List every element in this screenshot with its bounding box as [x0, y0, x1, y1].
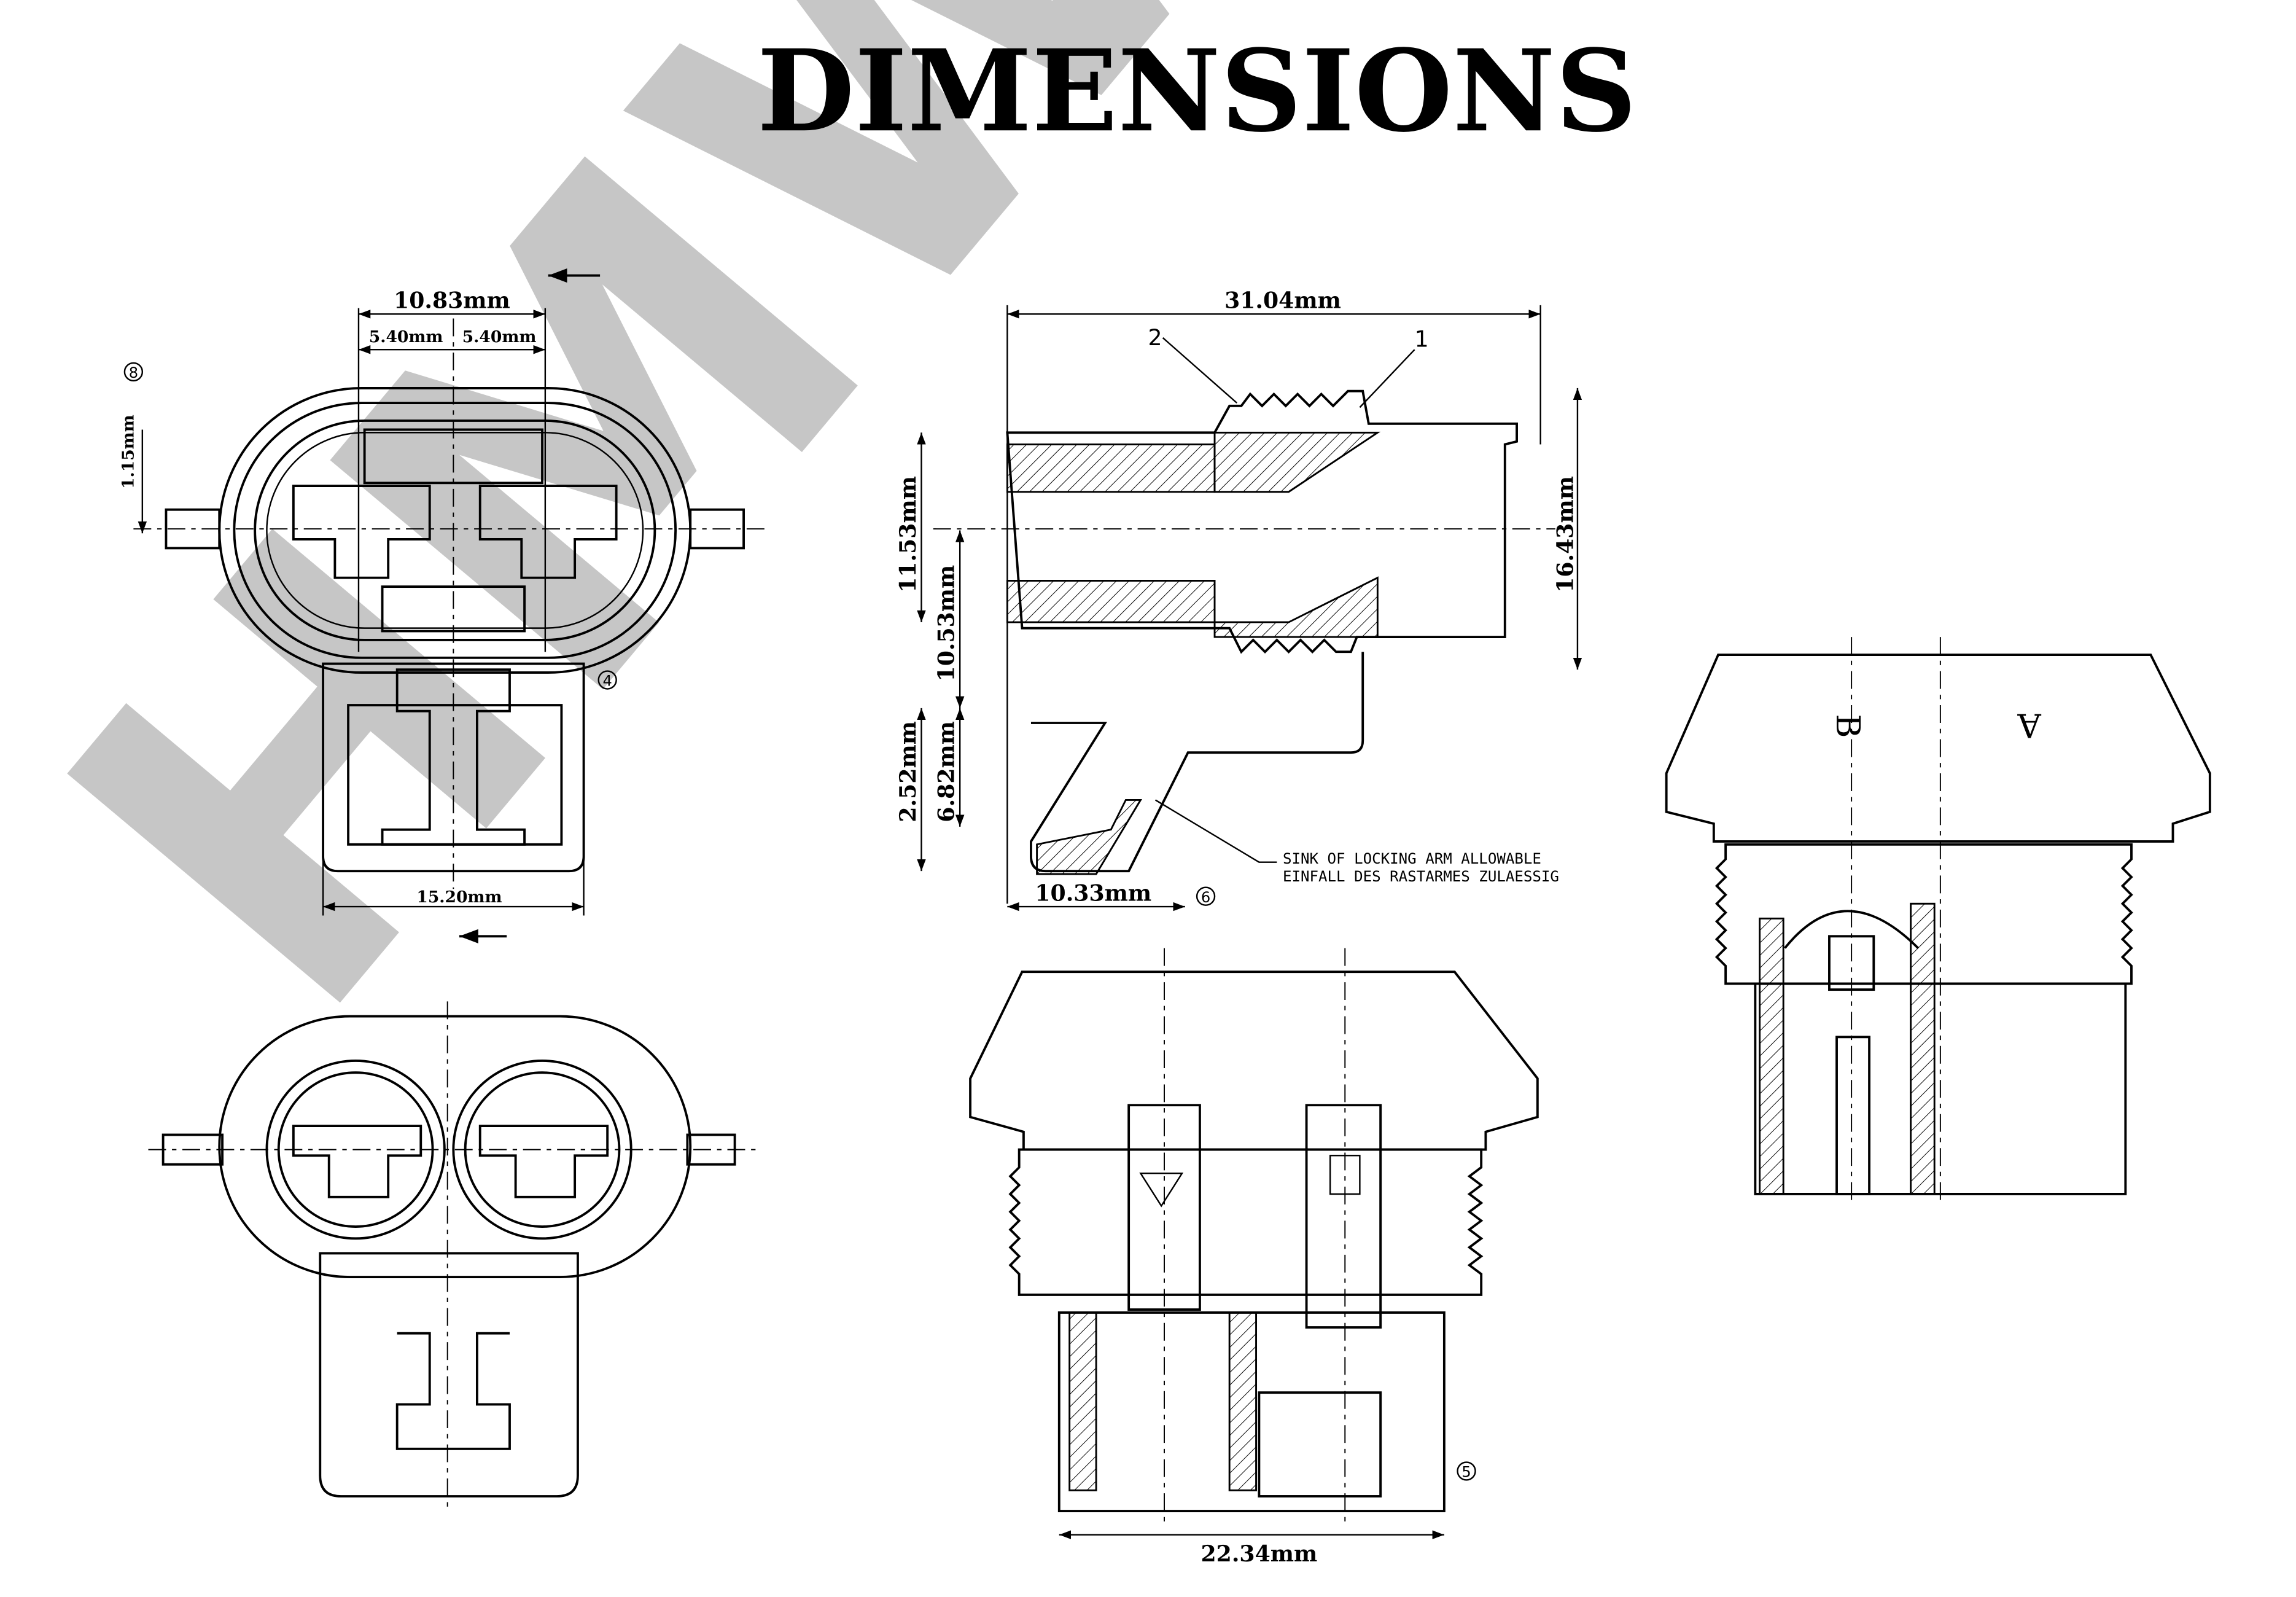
note-line-1: SINK OF LOCKING ARM ALLOWABLE	[1283, 850, 1541, 867]
dim-pitch-left: 5.40mm	[369, 327, 443, 346]
dim-arm-height-a: 2.52mm	[895, 721, 921, 822]
callout-4: 4	[602, 673, 612, 690]
callout-2: 2	[1148, 324, 1162, 351]
cavity-label-a: A	[2017, 706, 2042, 744]
cavity-label-b: B	[1829, 714, 1867, 738]
callout-1: 1	[1415, 326, 1429, 352]
dim-side-total-height: 16.43mm	[1552, 476, 1579, 593]
bottom-view	[969, 948, 1539, 1539]
dim-arm-height-b: 6.82mm	[933, 721, 960, 822]
dim-side-height-a: 11.53mm	[895, 476, 921, 593]
dim-bottom-width: 22.34mm	[1201, 1540, 1318, 1567]
dim-side-height-b: 10.53mm	[933, 565, 960, 682]
rear-view	[148, 1001, 756, 1512]
callout-8: 8	[129, 364, 138, 381]
callout-5: 5	[1461, 1464, 1471, 1481]
watermark: HMWS	[0, 0, 1548, 1111]
dim-arm-length: 10.33mm	[1035, 880, 1151, 906]
callout-6: 6	[1201, 889, 1210, 906]
dim-latch-width: 15.20mm	[416, 888, 502, 907]
right-view	[1665, 637, 2211, 1200]
page-title: DIMENSIONS	[757, 25, 1637, 157]
front-view	[133, 268, 771, 943]
dim-side-length: 31.04mm	[1224, 287, 1341, 314]
dim-front-width: 10.83mm	[394, 287, 510, 314]
dim-offset: 1.15mm	[119, 415, 138, 489]
side-section-view	[917, 305, 1582, 912]
dim-pitch-right: 5.40mm	[462, 327, 537, 346]
note-line-2: EINFALL DES RASTARMES ZULAESSIG	[1283, 868, 1559, 885]
